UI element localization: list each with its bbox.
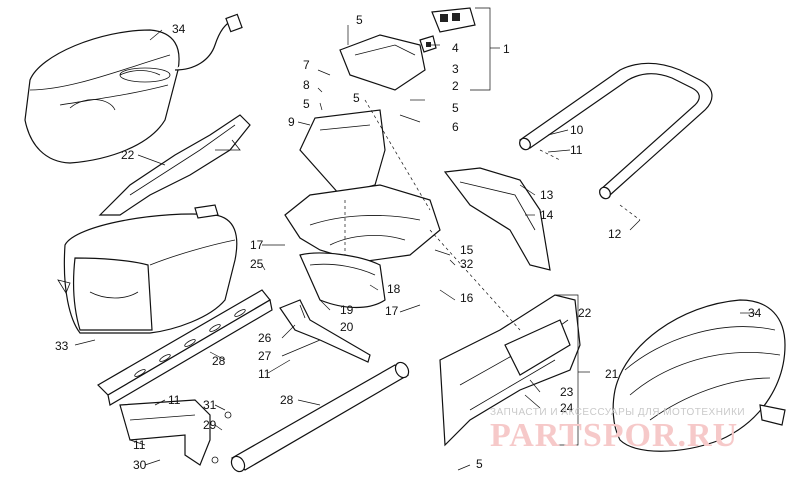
taillight-housing-part [339,7,476,91]
bracket-26-part [279,299,371,363]
label-6: 6 [452,120,459,134]
label-28-top: 28 [212,354,226,368]
rail-lower-part [230,361,410,473]
saddlebag-left-part [24,13,243,164]
label-26: 26 [258,331,272,345]
watermark-subtitle: ЗАПЧАСТИ И АКСЕССУАРЫ ДЛЯ МОТОТЕХНИКИ [490,407,745,418]
saddlebag-right-part [612,299,786,452]
label-5-top: 5 [356,13,363,27]
label-19: 19 [340,303,354,317]
panel-18-part [299,252,386,309]
watermark-site: PARTSPOR.RU [490,417,738,454]
label-11-right: 11 [570,143,583,157]
bracket-30-part [119,399,232,466]
label-1: 1 [503,42,510,56]
grab-handle-part [518,62,713,200]
side-panel-part [443,167,551,271]
label-2: 2 [452,79,459,93]
label-5-mid: 5 [353,91,360,105]
label-33: 33 [55,339,69,353]
label-24: 24 [560,401,574,415]
rail-upper-part [97,289,273,406]
label-3: 3 [452,62,459,76]
label-23: 23 [560,385,574,399]
label-14: 14 [540,208,554,222]
label-22-top: 22 [121,148,135,162]
callout-labels: 34 5 1 4 7 3 8 2 5 5 5 9 6 10 22 11 13 1… [55,13,762,472]
dashed-guides [344,99,641,331]
label-4: 4 [452,41,459,55]
label-7: 7 [303,58,310,72]
bracket-upper-part [98,114,251,216]
label-8: 8 [303,78,310,92]
label-30: 30 [133,458,147,472]
label-20: 20 [340,320,354,334]
label-5-right: 5 [452,101,459,115]
mount-plate-part [299,109,386,196]
fender-part [284,184,441,263]
label-34-right: 34 [748,306,762,320]
label-17-bottom: 17 [385,304,399,318]
label-27: 27 [258,349,272,363]
label-31: 31 [203,398,217,412]
label-9: 9 [288,115,295,129]
label-25: 25 [250,257,264,271]
label-29: 29 [203,418,217,432]
label-16: 16 [460,291,474,305]
watermark: ЗАПЧАСТИ И АКСЕССУАРЫ ДЛЯ МОТОТЕХНИКИ PA… [490,407,745,454]
label-5-left: 5 [303,97,310,111]
label-34-left: 34 [172,22,186,36]
label-28-bottom: 28 [280,393,294,407]
label-21: 21 [605,367,619,381]
saddlebag-rear-part [57,204,238,334]
label-11-mid: 11 [258,367,271,381]
label-32: 32 [460,257,474,271]
label-22-right: 22 [578,306,592,320]
leader-lines [74,7,755,471]
label-12: 12 [608,227,622,241]
label-10: 10 [570,123,584,137]
label-11-bottom: 11 [133,438,146,452]
label-18: 18 [387,282,401,296]
label-13: 13 [540,188,554,202]
label-5-bottom: 5 [476,457,483,471]
label-15: 15 [460,243,474,257]
label-11-left: 11 [168,393,181,407]
side-cover-part [439,294,581,447]
label-17-top: 17 [250,238,264,252]
